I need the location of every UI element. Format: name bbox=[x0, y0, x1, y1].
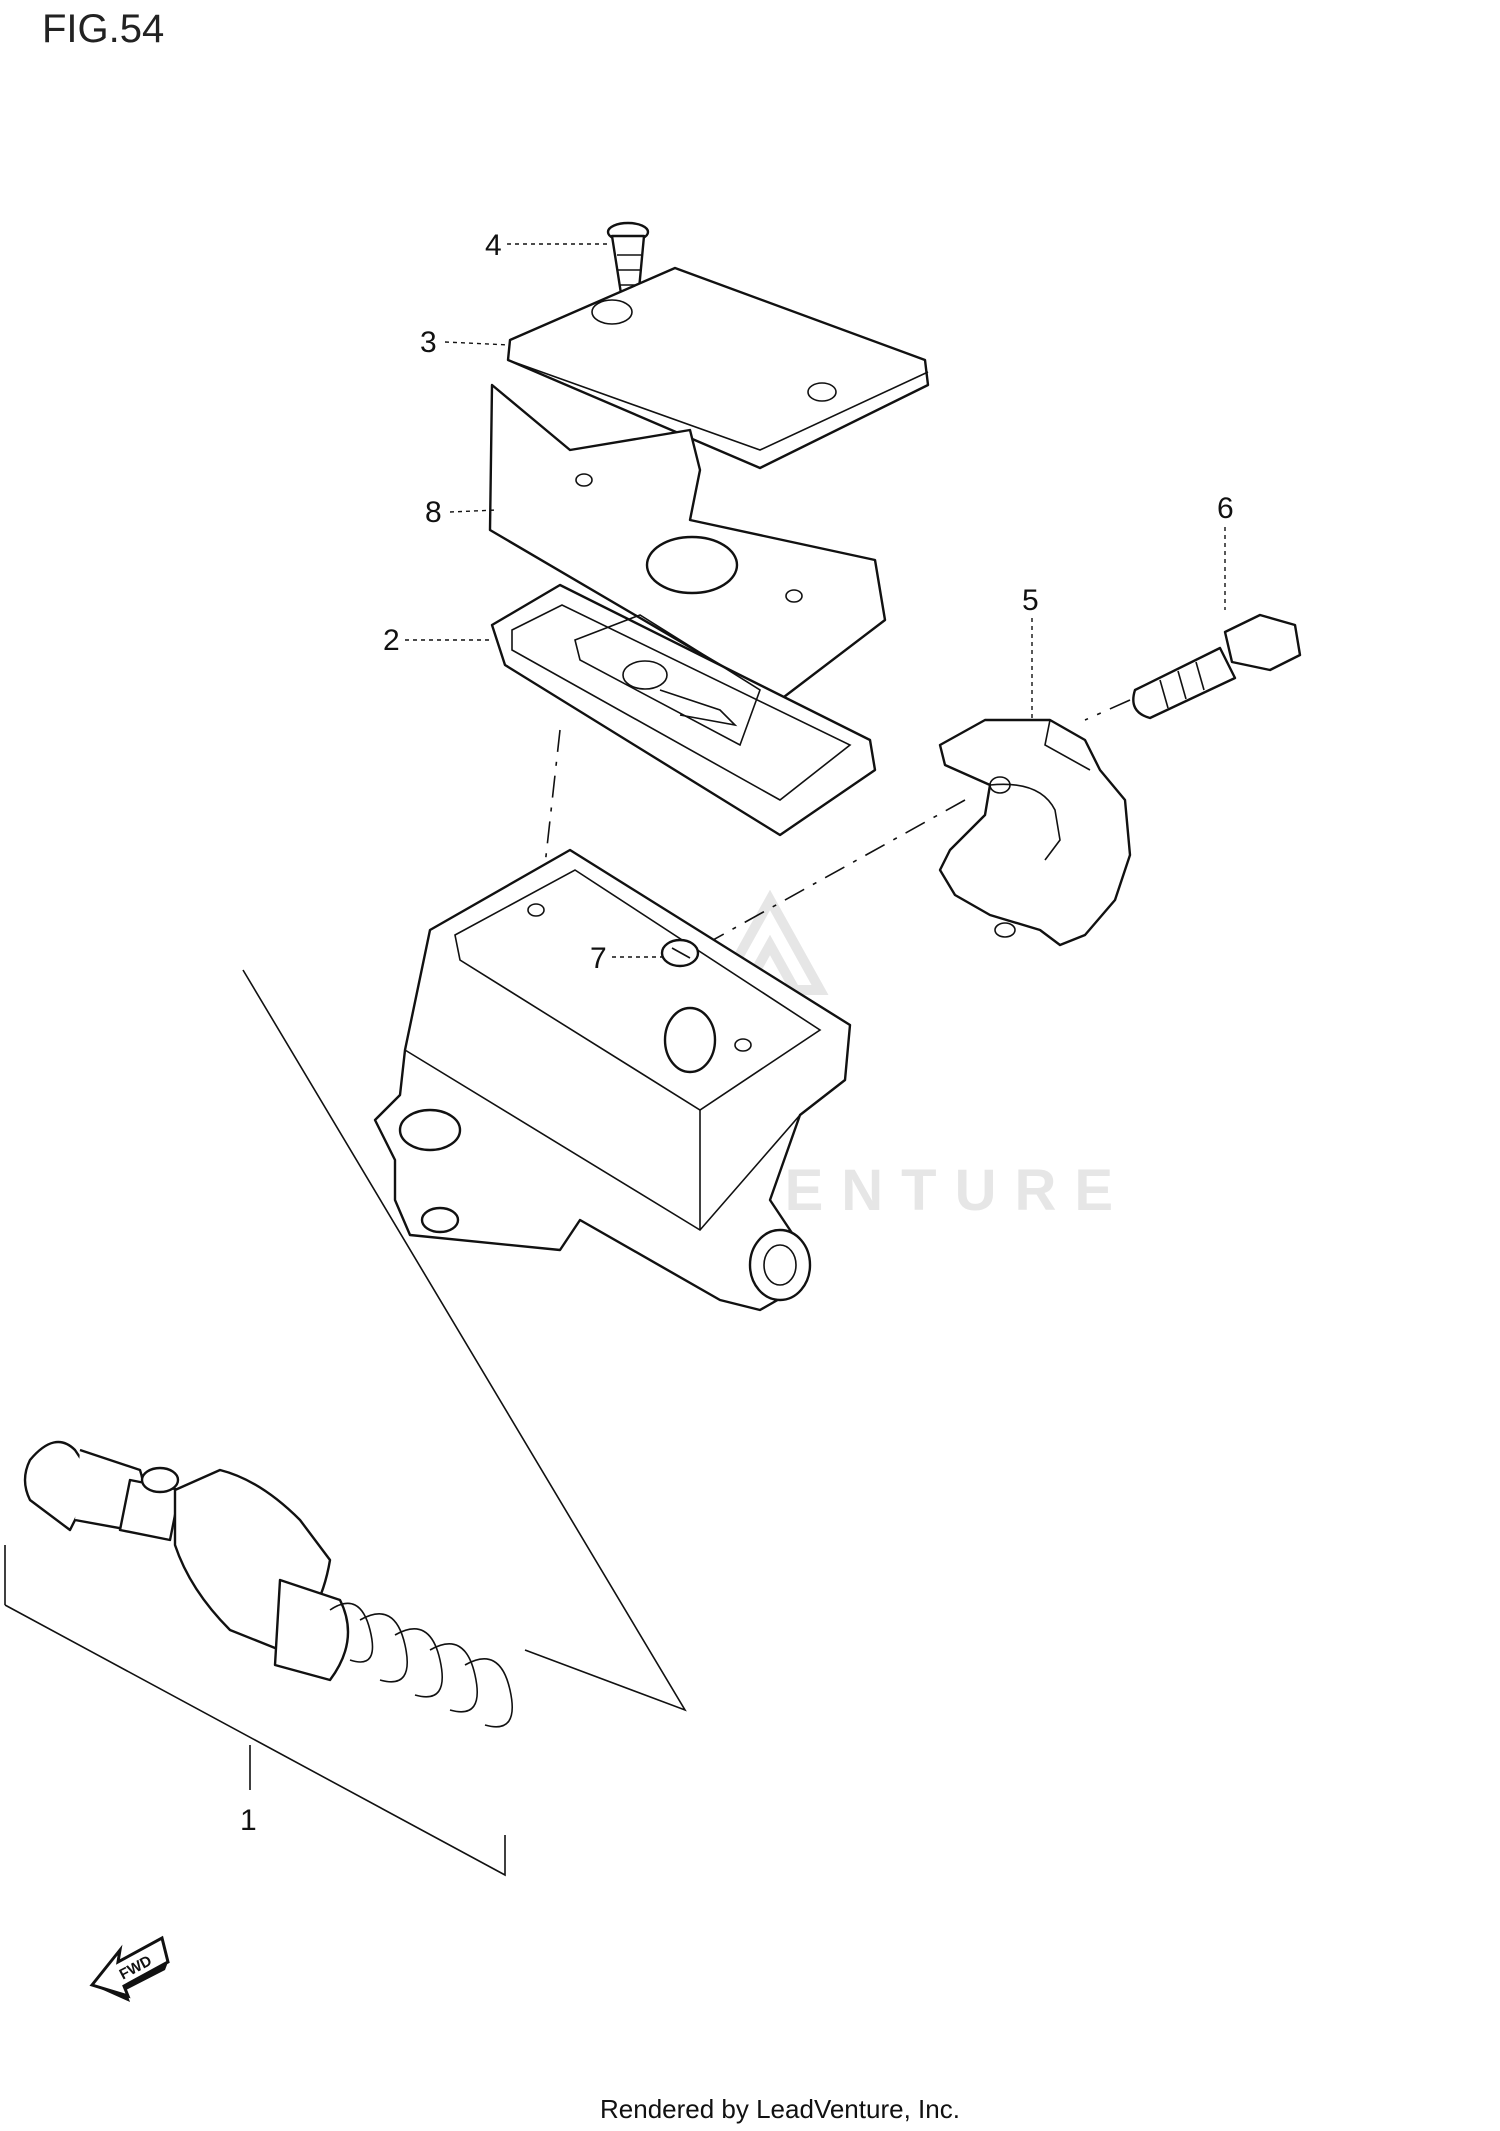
gasket-part-2[interactable] bbox=[490, 583, 877, 837]
callout-labels: 1 2 3 4 5 6 7 8 bbox=[240, 229, 1234, 1837]
callout-1: 1 bbox=[240, 1804, 257, 1837]
piston-assembly-part-1[interactable] bbox=[23, 1440, 514, 1728]
reservoir-cap-part-3[interactable] bbox=[506, 266, 930, 470]
callout-2: 2 bbox=[383, 624, 400, 657]
figure-title: FIG.54 bbox=[42, 7, 164, 51]
small-screw-part-7[interactable] bbox=[660, 938, 700, 968]
callout-8: 8 bbox=[425, 496, 442, 529]
master-cylinder-body[interactable] bbox=[373, 848, 852, 1312]
callout-4: 4 bbox=[485, 229, 502, 262]
footer-credit: Rendered by LeadVenture, Inc. bbox=[600, 2094, 960, 2124]
callout-6: 6 bbox=[1217, 492, 1234, 525]
diaphragm-plate-part-8[interactable] bbox=[488, 383, 887, 702]
clamp-part-5[interactable] bbox=[938, 718, 1132, 947]
kit-bracket-lines bbox=[4, 969, 687, 1877]
bolt-part-6[interactable] bbox=[1132, 613, 1302, 720]
callout-7: 7 bbox=[590, 942, 607, 975]
leader-lines bbox=[405, 243, 1226, 958]
callout-5: 5 bbox=[1022, 584, 1039, 617]
callout-3: 3 bbox=[420, 326, 437, 359]
fwd-arrow-icon: FWD bbox=[89, 1935, 170, 2002]
spring bbox=[329, 1602, 514, 1728]
